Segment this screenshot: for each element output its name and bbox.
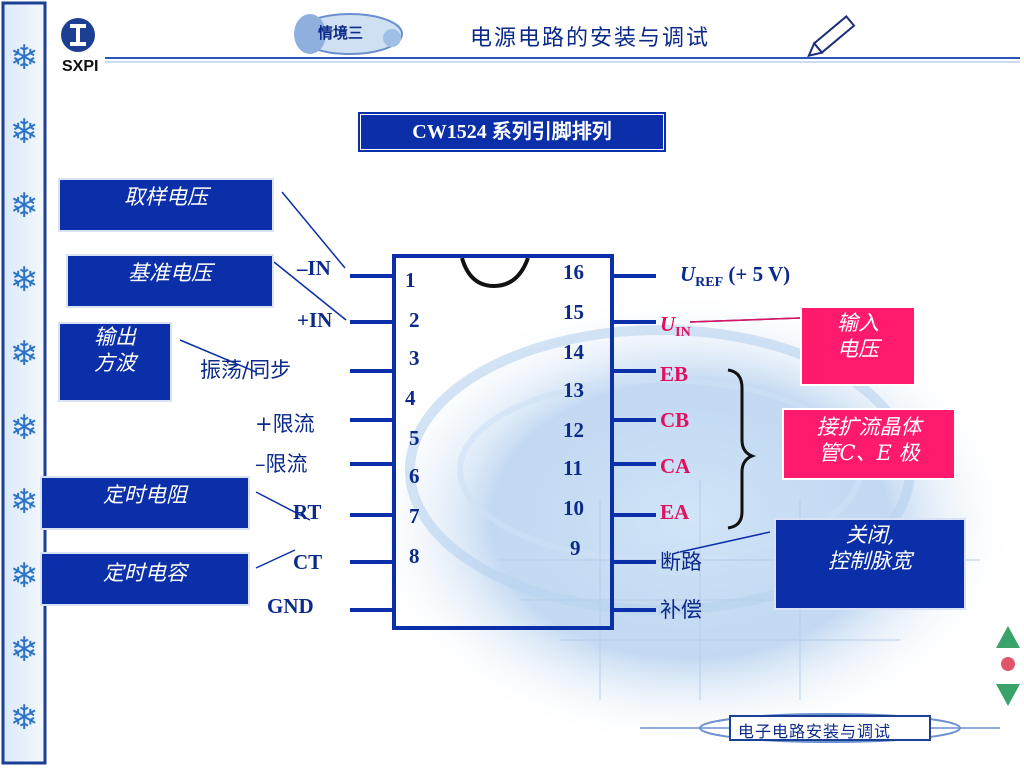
output-square-line2: 方波: [94, 351, 136, 375]
input-voltage-line1: 输入: [837, 311, 879, 335]
snowflake-icon: ❄: [9, 408, 39, 448]
pin-label-uref: UREF (+ 5 V): [680, 262, 790, 291]
pin-number: 4: [405, 386, 416, 410]
pin-label-cb: CB: [660, 408, 690, 432]
pin-label-pos-limit: +限流: [255, 412, 315, 436]
pin-label-rt: RT: [293, 500, 322, 524]
pin-label-neg-limit: –限流: [255, 452, 308, 476]
pin-number: 7: [409, 504, 420, 528]
ic-chip-body: [392, 254, 614, 630]
pin-number: 14: [563, 340, 584, 364]
pin-label-osc-sync: 振荡/同步: [200, 358, 292, 382]
pin-label-neg-in: –IN: [297, 256, 331, 280]
input-voltage-box: 输入 电压: [800, 306, 916, 386]
pin-label-compensation: 补偿: [660, 598, 702, 622]
pin-number: 9: [570, 536, 581, 560]
pin-label-gnd: GND: [267, 594, 314, 618]
chapter-badge: 情境三: [318, 24, 364, 42]
sample-voltage-box: 取样电压: [58, 178, 274, 232]
snowflake-icon: ❄: [9, 260, 39, 300]
home-button[interactable]: [998, 654, 1018, 674]
pin-number: 10: [563, 496, 584, 520]
page-title: 电源电路的安装与调试: [470, 26, 711, 51]
pin-label-ct: CT: [293, 550, 323, 574]
pencil-icon[interactable]: [810, 14, 854, 58]
pin-number: 15: [563, 300, 584, 324]
uref-tail: (+ 5 V): [723, 262, 791, 286]
snowflake-icon: ❄: [9, 186, 39, 226]
pin-label-pos-in: +IN: [297, 308, 333, 332]
next-slide-button[interactable]: [994, 682, 1022, 708]
snowflake-icon: ❄: [9, 112, 39, 152]
shutdown-line1: 关闭,: [845, 523, 895, 547]
snowflake-icon: ❄: [9, 630, 39, 670]
previous-slide-button[interactable]: [994, 624, 1022, 650]
pin-number: 1: [405, 268, 416, 292]
snowflake-icon: ❄: [9, 556, 39, 596]
shutdown-line2: 控制脉宽: [828, 549, 912, 573]
transistor-line1: 接扩流晶体: [816, 415, 922, 439]
pin-number: 6: [409, 464, 420, 488]
output-square-line1: 输出: [94, 325, 136, 349]
timing-resistor-box: 定时电阻: [40, 476, 250, 530]
pin-label-ea: EA: [660, 500, 690, 524]
pin-label-uin: UIN: [660, 312, 691, 341]
pin-number: 8: [409, 544, 420, 568]
diagram-title: CW1524 系列引脚排列: [360, 114, 664, 150]
logo-text: SXPI: [62, 58, 99, 75]
pin-number: 13: [563, 378, 584, 402]
pin-label-ca: CA: [660, 454, 691, 478]
uref-sub: REF: [695, 275, 724, 291]
footer-course-title: 电子电路安装与调试: [738, 722, 892, 741]
pin-label-shutdown: 断路: [660, 550, 702, 574]
pin-number: 16: [563, 260, 584, 284]
pin-number: 5: [409, 426, 420, 450]
transistor-box: 接扩流晶体 管C、E 极: [782, 408, 956, 480]
shutdown-box: 关闭, 控制脉宽: [774, 518, 966, 610]
ref-voltage-box: 基准电压: [66, 254, 274, 308]
pin-number: 2: [409, 308, 420, 332]
pin-number: 12: [563, 418, 584, 442]
output-square-box: 输出 方波: [58, 322, 172, 402]
pin-label-eb: EB: [660, 362, 689, 386]
uin-main: U: [660, 312, 676, 336]
pin-number: 11: [563, 456, 583, 480]
snowflake-icon: ❄: [9, 334, 39, 374]
uin-sub: IN: [675, 325, 691, 341]
snowflake-icon: ❄: [9, 698, 39, 738]
timing-capacitor-box: 定时电容: [40, 552, 250, 606]
uref-main: U: [680, 262, 696, 286]
pin-number: 3: [409, 346, 420, 370]
snowflake-icon: ❄: [9, 482, 39, 522]
snowflake-icon: ❄: [9, 38, 39, 78]
transistor-line2: 管C、E 极: [818, 441, 920, 465]
input-voltage-line2: 电压: [837, 337, 879, 361]
